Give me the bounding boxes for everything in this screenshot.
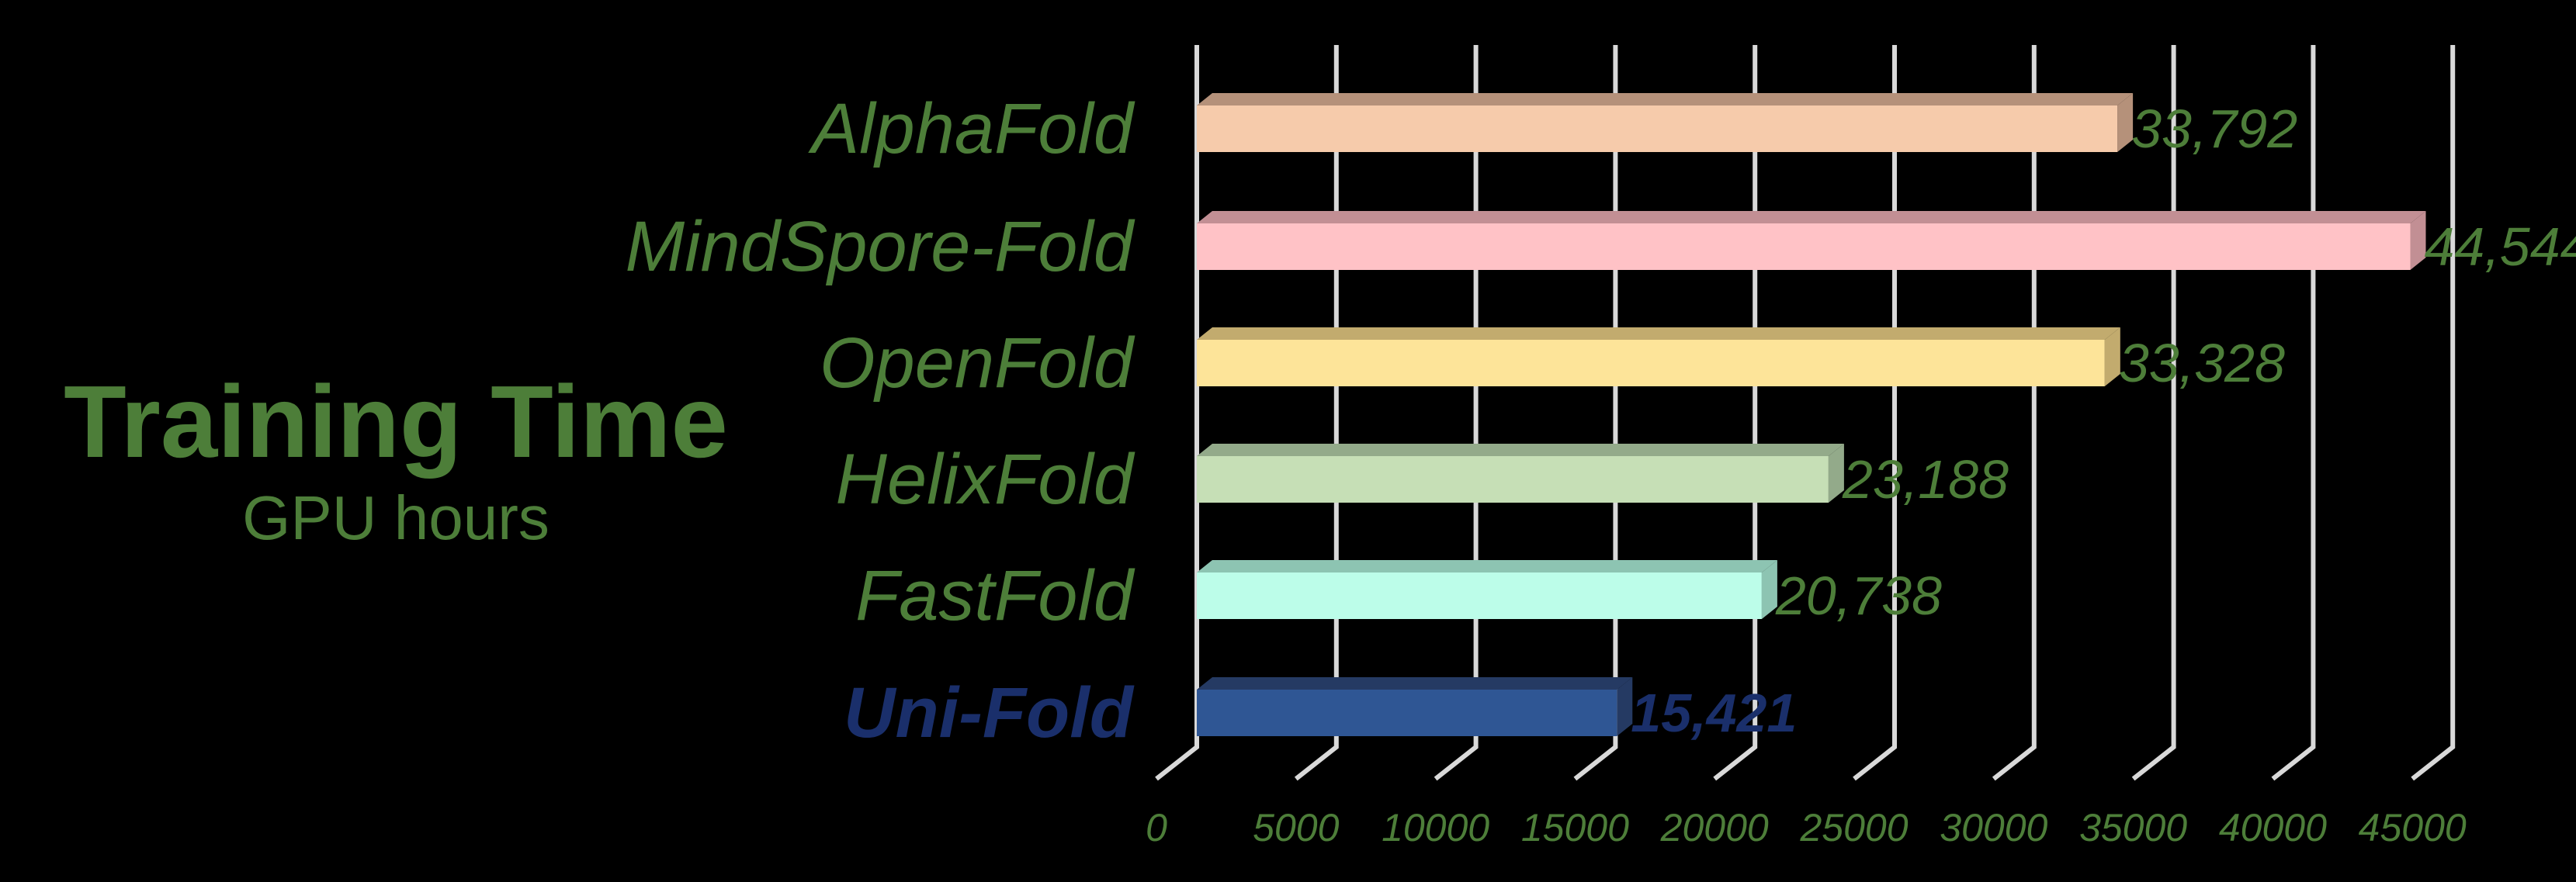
bar-front-face: [1197, 572, 1762, 619]
category-label-alphafold: AlphaFold: [811, 88, 1133, 168]
bar-fastfold: [1197, 560, 1777, 619]
category-label-mindsporefold: MindSpore-Fold: [625, 206, 1133, 286]
bar-top-face: [1197, 93, 2134, 105]
gridline-5000: [1294, 45, 1339, 781]
gridline-25000: [1853, 45, 1897, 781]
value-label-helixfold: 23,188: [1842, 449, 2009, 510]
tick-label-0: 0: [1146, 806, 1167, 849]
gridline-35000: [2131, 45, 2176, 781]
tick-label-35000: 35000: [2079, 806, 2188, 849]
bar-side-face: [1761, 560, 1777, 619]
gridline-15000: [1573, 45, 1618, 781]
tick-label-40000: 40000: [2218, 806, 2327, 849]
value-label-unifold: 15,421: [1631, 683, 1798, 743]
bar-front-face: [1197, 105, 2118, 152]
bar-side-face: [2117, 93, 2134, 152]
tick-label-10000: 10000: [1382, 806, 1490, 849]
value-label-alphafold: 33,792: [2131, 99, 2298, 159]
value-label-mindsporefold: 44,544: [2424, 216, 2576, 277]
category-label-helixfold: HelixFold: [835, 439, 1133, 519]
tick-label-25000: 25000: [1800, 806, 1909, 849]
bar-top-face: [1197, 327, 2120, 340]
bar-front-face: [1197, 690, 1617, 736]
gridline-0: [1155, 45, 1199, 781]
bar-top-face: [1197, 677, 1633, 690]
tick-label-30000: 30000: [1940, 806, 2048, 849]
bar-helixfold: [1197, 444, 1844, 503]
category-label-openfold: OpenFold: [819, 323, 1133, 403]
bar-unifold: [1197, 677, 1633, 736]
page-subtitle: GPU hours: [242, 483, 550, 552]
value-label-openfold: 33,328: [2118, 333, 2285, 393]
category-label-fastfold: FastFold: [855, 555, 1133, 635]
gridline-40000: [2271, 45, 2316, 781]
value-label-fastfold: 20,738: [1775, 566, 1942, 626]
bar-mindsporefold: [1197, 211, 2426, 270]
gridline-20000: [1713, 45, 1758, 781]
bar-side-face: [2410, 211, 2426, 270]
bar-front-face: [1197, 456, 1829, 503]
tick-label-15000: 15000: [1520, 806, 1629, 849]
bar-top-face: [1197, 211, 2426, 223]
bar-openfold: [1197, 327, 2120, 386]
bar-side-face: [1828, 444, 1844, 503]
bar-front-face: [1197, 223, 2411, 270]
bar-front-face: [1197, 340, 2105, 386]
bar-top-face: [1197, 560, 1777, 572]
gridline-45000: [2411, 45, 2456, 781]
bar-side-face: [2104, 327, 2120, 386]
tick-label-45000: 45000: [2358, 806, 2467, 849]
category-label-unifold: Uni-Fold: [844, 673, 1133, 752]
bar-top-face: [1197, 444, 1844, 456]
page-title: Training Time: [64, 365, 728, 479]
tick-label-20000: 20000: [1660, 806, 1769, 849]
bar-side-face: [1617, 677, 1633, 736]
gridline-30000: [1992, 45, 2037, 781]
bar-alphafold: [1197, 93, 2134, 152]
title-block: Training Time GPU hours: [31, 371, 761, 549]
gridline-10000: [1434, 45, 1479, 781]
tick-label-5000: 5000: [1253, 806, 1340, 849]
